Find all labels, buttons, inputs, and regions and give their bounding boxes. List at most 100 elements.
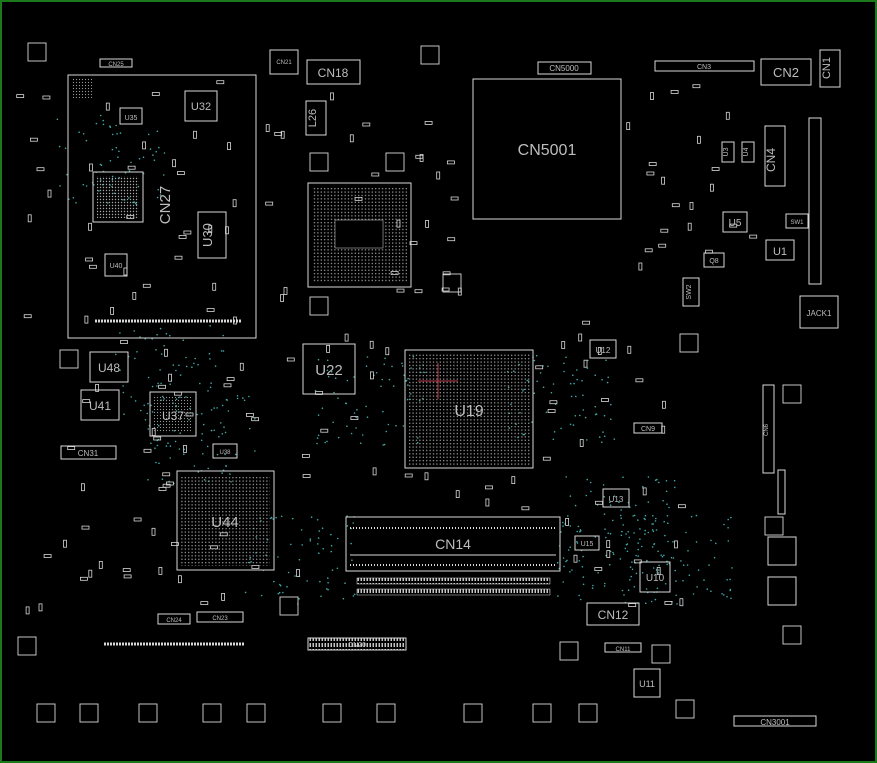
via xyxy=(582,576,585,578)
u4-label: U4 xyxy=(743,147,750,156)
via xyxy=(609,504,612,507)
via xyxy=(144,419,147,421)
via xyxy=(661,555,664,558)
via xyxy=(366,356,369,358)
via xyxy=(641,545,643,548)
via xyxy=(156,333,158,336)
via xyxy=(567,515,569,517)
u3-chip xyxy=(721,141,735,163)
via xyxy=(229,473,231,475)
cn21-outline xyxy=(269,49,299,75)
via xyxy=(99,114,102,117)
via xyxy=(729,578,731,581)
smd-component xyxy=(656,567,661,575)
via xyxy=(209,358,211,360)
via xyxy=(628,536,631,539)
cn25-outline xyxy=(99,58,133,68)
via xyxy=(667,540,669,543)
via xyxy=(687,550,689,552)
via xyxy=(594,413,597,416)
smd-component xyxy=(662,400,666,409)
smd-component xyxy=(280,130,285,139)
smd-component xyxy=(151,527,156,536)
smd-component xyxy=(174,255,183,260)
u26-center xyxy=(334,219,384,249)
smd-component xyxy=(635,378,644,383)
via xyxy=(159,194,162,196)
via xyxy=(161,478,164,481)
via xyxy=(641,572,644,574)
via xyxy=(163,152,166,154)
cn3-label: CN3 xyxy=(697,64,711,71)
smd-component xyxy=(232,199,237,208)
via xyxy=(351,559,353,561)
via xyxy=(337,537,339,540)
smd-component xyxy=(638,262,643,271)
via xyxy=(576,378,578,381)
via xyxy=(174,440,177,443)
smd-component xyxy=(582,320,590,325)
via xyxy=(637,519,639,521)
via xyxy=(536,380,538,383)
via xyxy=(286,585,288,588)
u30-chip xyxy=(197,211,227,259)
cn20-label: CN20 xyxy=(348,642,366,649)
via xyxy=(169,457,171,459)
via xyxy=(590,490,592,493)
via xyxy=(337,397,339,400)
via xyxy=(320,595,322,598)
u12-chip xyxy=(589,339,617,359)
via xyxy=(572,374,574,377)
via xyxy=(708,564,710,566)
via xyxy=(622,524,624,526)
via xyxy=(193,362,195,365)
via xyxy=(727,540,730,542)
smd-component xyxy=(227,142,232,151)
via xyxy=(604,528,606,530)
mounting-pad xyxy=(782,625,802,645)
cn2-outline xyxy=(760,58,812,86)
via xyxy=(56,118,59,121)
u4-chip xyxy=(741,141,755,163)
q8-transistor xyxy=(703,252,725,268)
via xyxy=(682,564,685,566)
u15-label: U15 xyxy=(581,541,594,548)
via xyxy=(179,374,182,376)
via xyxy=(576,542,579,544)
via xyxy=(637,548,639,551)
smd-component xyxy=(63,539,67,548)
smd-component xyxy=(122,568,131,572)
u41-chip xyxy=(80,389,120,421)
smd-component xyxy=(729,223,738,228)
via xyxy=(577,525,580,528)
smd-component xyxy=(173,391,182,396)
mounting-pad xyxy=(376,703,396,723)
via xyxy=(248,427,251,430)
smd-component xyxy=(511,476,516,485)
via xyxy=(656,478,658,481)
via xyxy=(209,325,211,327)
smd-component xyxy=(419,154,424,162)
via xyxy=(213,429,215,432)
via xyxy=(330,533,332,536)
via xyxy=(301,544,304,546)
via xyxy=(317,537,320,539)
smd-component xyxy=(221,593,226,601)
smd-component xyxy=(200,601,209,605)
via xyxy=(405,379,408,382)
via xyxy=(115,146,118,149)
via xyxy=(214,365,217,367)
via xyxy=(675,580,677,582)
via xyxy=(224,431,227,434)
mounting-pad xyxy=(59,349,79,369)
u37-grid xyxy=(153,395,193,433)
via xyxy=(326,359,329,362)
pad-row-2 xyxy=(356,588,551,596)
smd-component xyxy=(223,383,232,388)
via xyxy=(710,590,712,592)
smd-component xyxy=(442,271,451,276)
via xyxy=(579,598,582,601)
u44-bga-grid xyxy=(181,475,270,566)
smd-component xyxy=(158,567,163,575)
